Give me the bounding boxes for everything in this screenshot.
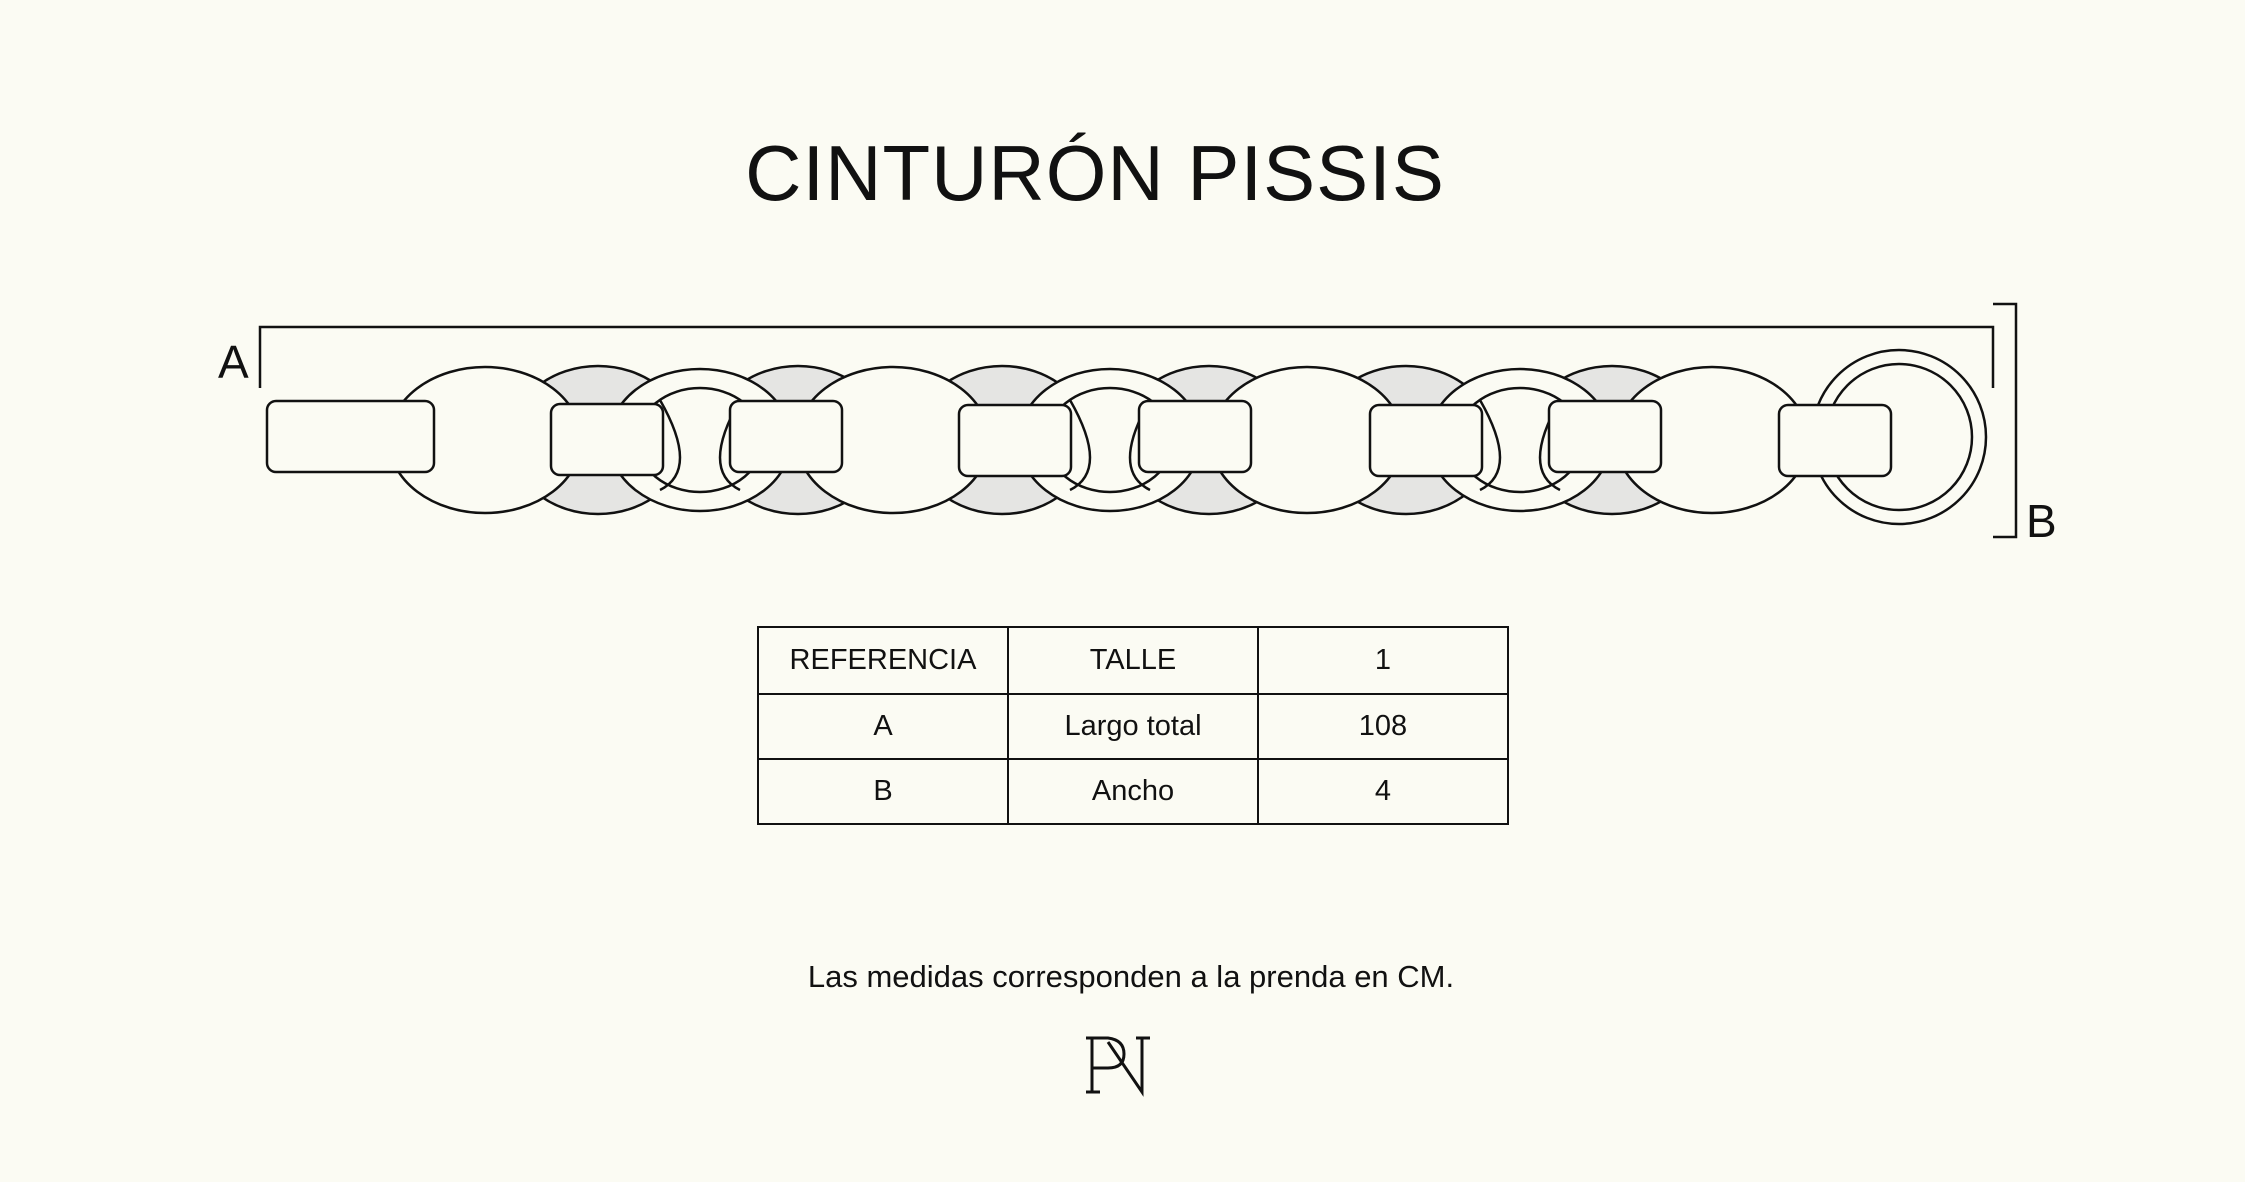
page-title: CINTURÓN PISSIS: [745, 129, 1445, 217]
size-table: REFERENCIA TALLE 1 A Largo total 108 B A…: [757, 626, 1509, 825]
plate: [1137, 399, 1253, 474]
plate: [549, 402, 665, 477]
end-tab: [265, 399, 436, 474]
dimension-b-bracket: [1993, 302, 2018, 539]
dimension-b-label: B: [2026, 495, 2057, 547]
table-row: REFERENCIA TALLE 1: [757, 626, 1509, 695]
plate: [1547, 399, 1663, 474]
table-cell: 1: [1257, 626, 1509, 695]
table-cell: 108: [1257, 693, 1509, 760]
table-cell: B: [757, 758, 1009, 825]
plate: [957, 403, 1073, 478]
table-cell: Ancho: [1007, 758, 1259, 825]
plate: [728, 399, 844, 474]
table-cell: TALLE: [1007, 626, 1259, 695]
measurement-note: Las medidas corresponden a la prenda en …: [807, 959, 1455, 994]
dimension-a-label: A: [218, 336, 249, 388]
table-row: B Ancho 4: [757, 758, 1509, 825]
plate: [1368, 403, 1484, 478]
oval-links: [387, 365, 1810, 515]
table-cell: 4: [1257, 758, 1509, 825]
pn-monogram-icon: [1086, 1036, 1150, 1097]
dimension-a-bracket: [258, 325, 1995, 388]
plate: [1777, 403, 1893, 478]
plates: [265, 399, 1893, 478]
table-cell: Largo total: [1007, 693, 1259, 760]
table-cell: REFERENCIA: [757, 626, 1009, 695]
table-cell: A: [757, 693, 1009, 760]
table-row: A Largo total 108: [757, 693, 1509, 760]
